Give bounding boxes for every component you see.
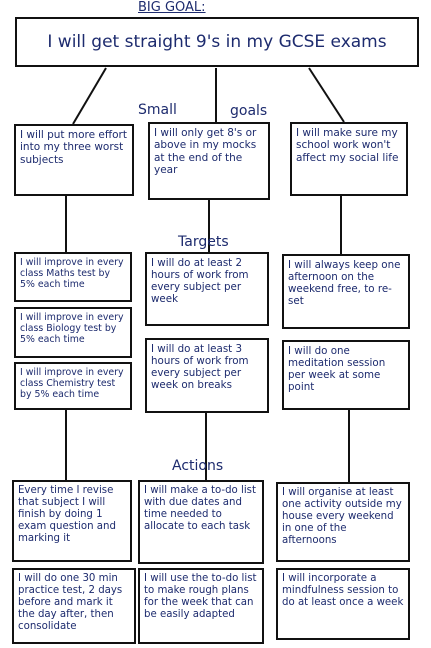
small-goal-text: I will make sure my school work won't af… xyxy=(296,127,399,164)
target-box: I will improve in every class Chemistry … xyxy=(14,362,132,410)
small-goal-text: I will put more effort into my three wor… xyxy=(20,129,127,166)
small-goal-text: I will only get 8's or above in my mocks… xyxy=(154,127,257,177)
target-box: I will do at least 3 hours of work from … xyxy=(145,338,269,413)
action-box: I will use the to-do list to make rough … xyxy=(138,568,264,644)
target-text: I will improve in every class Biology te… xyxy=(20,312,124,346)
action-box: I will organise at least one activity ou… xyxy=(276,482,410,562)
action-box: Every time I revise that subject I will … xyxy=(12,480,132,562)
target-text: I will do at least 3 hours of work from … xyxy=(151,343,249,392)
action-text: I will use the to-do list to make rough … xyxy=(144,573,257,621)
target-box: I will do one meditation session per wee… xyxy=(282,340,410,410)
action-text: I will incorporate a mindfulness session… xyxy=(282,573,404,609)
action-text: I will organise at least one activity ou… xyxy=(282,487,402,547)
target-box: I will improve in every class Maths test… xyxy=(14,252,132,302)
targets-label: Targets xyxy=(178,234,229,250)
target-text: I will always keep one afternoon on the … xyxy=(288,259,401,308)
action-text: Every time I revise that subject I will … xyxy=(18,485,116,545)
big-goal-box: I will get straight 9's in my GCSE exams xyxy=(15,17,419,67)
action-box: I will incorporate a mindfulness session… xyxy=(276,568,410,640)
action-box: I will do one 30 min practice test, 2 da… xyxy=(12,568,136,644)
small-goals-label-2: goals xyxy=(230,103,268,119)
action-box: I will make a to-do list with due dates … xyxy=(138,480,264,564)
target-box: I will improve in every class Biology te… xyxy=(14,307,132,358)
target-box: I will always keep one afternoon on the … xyxy=(282,254,410,329)
small-goals-label-1: Small xyxy=(138,102,177,118)
small-goal-box: I will only get 8's or above in my mocks… xyxy=(148,122,270,200)
target-text: I will do at least 2 hours of work from … xyxy=(151,257,249,306)
small-goal-box: I will make sure my school work won't af… xyxy=(290,122,408,196)
big-goal-text: I will get straight 9's in my GCSE exams xyxy=(47,31,387,52)
action-text: I will make a to-do list with due dates … xyxy=(144,485,256,533)
target-text: I will do one meditation session per wee… xyxy=(288,345,386,394)
big-goal-heading: BIG GOAL: xyxy=(138,0,206,15)
actions-label: Actions xyxy=(172,458,224,474)
connector-line xyxy=(72,67,107,125)
connector-line xyxy=(308,67,345,123)
target-text: I will improve in every class Maths test… xyxy=(20,257,124,291)
action-text: I will do one 30 min practice test, 2 da… xyxy=(18,573,123,633)
target-text: I will improve in every class Chemistry … xyxy=(20,367,124,401)
small-goal-box: I will put more effort into my three wor… xyxy=(14,124,134,196)
target-box: I will do at least 2 hours of work from … xyxy=(145,252,269,326)
